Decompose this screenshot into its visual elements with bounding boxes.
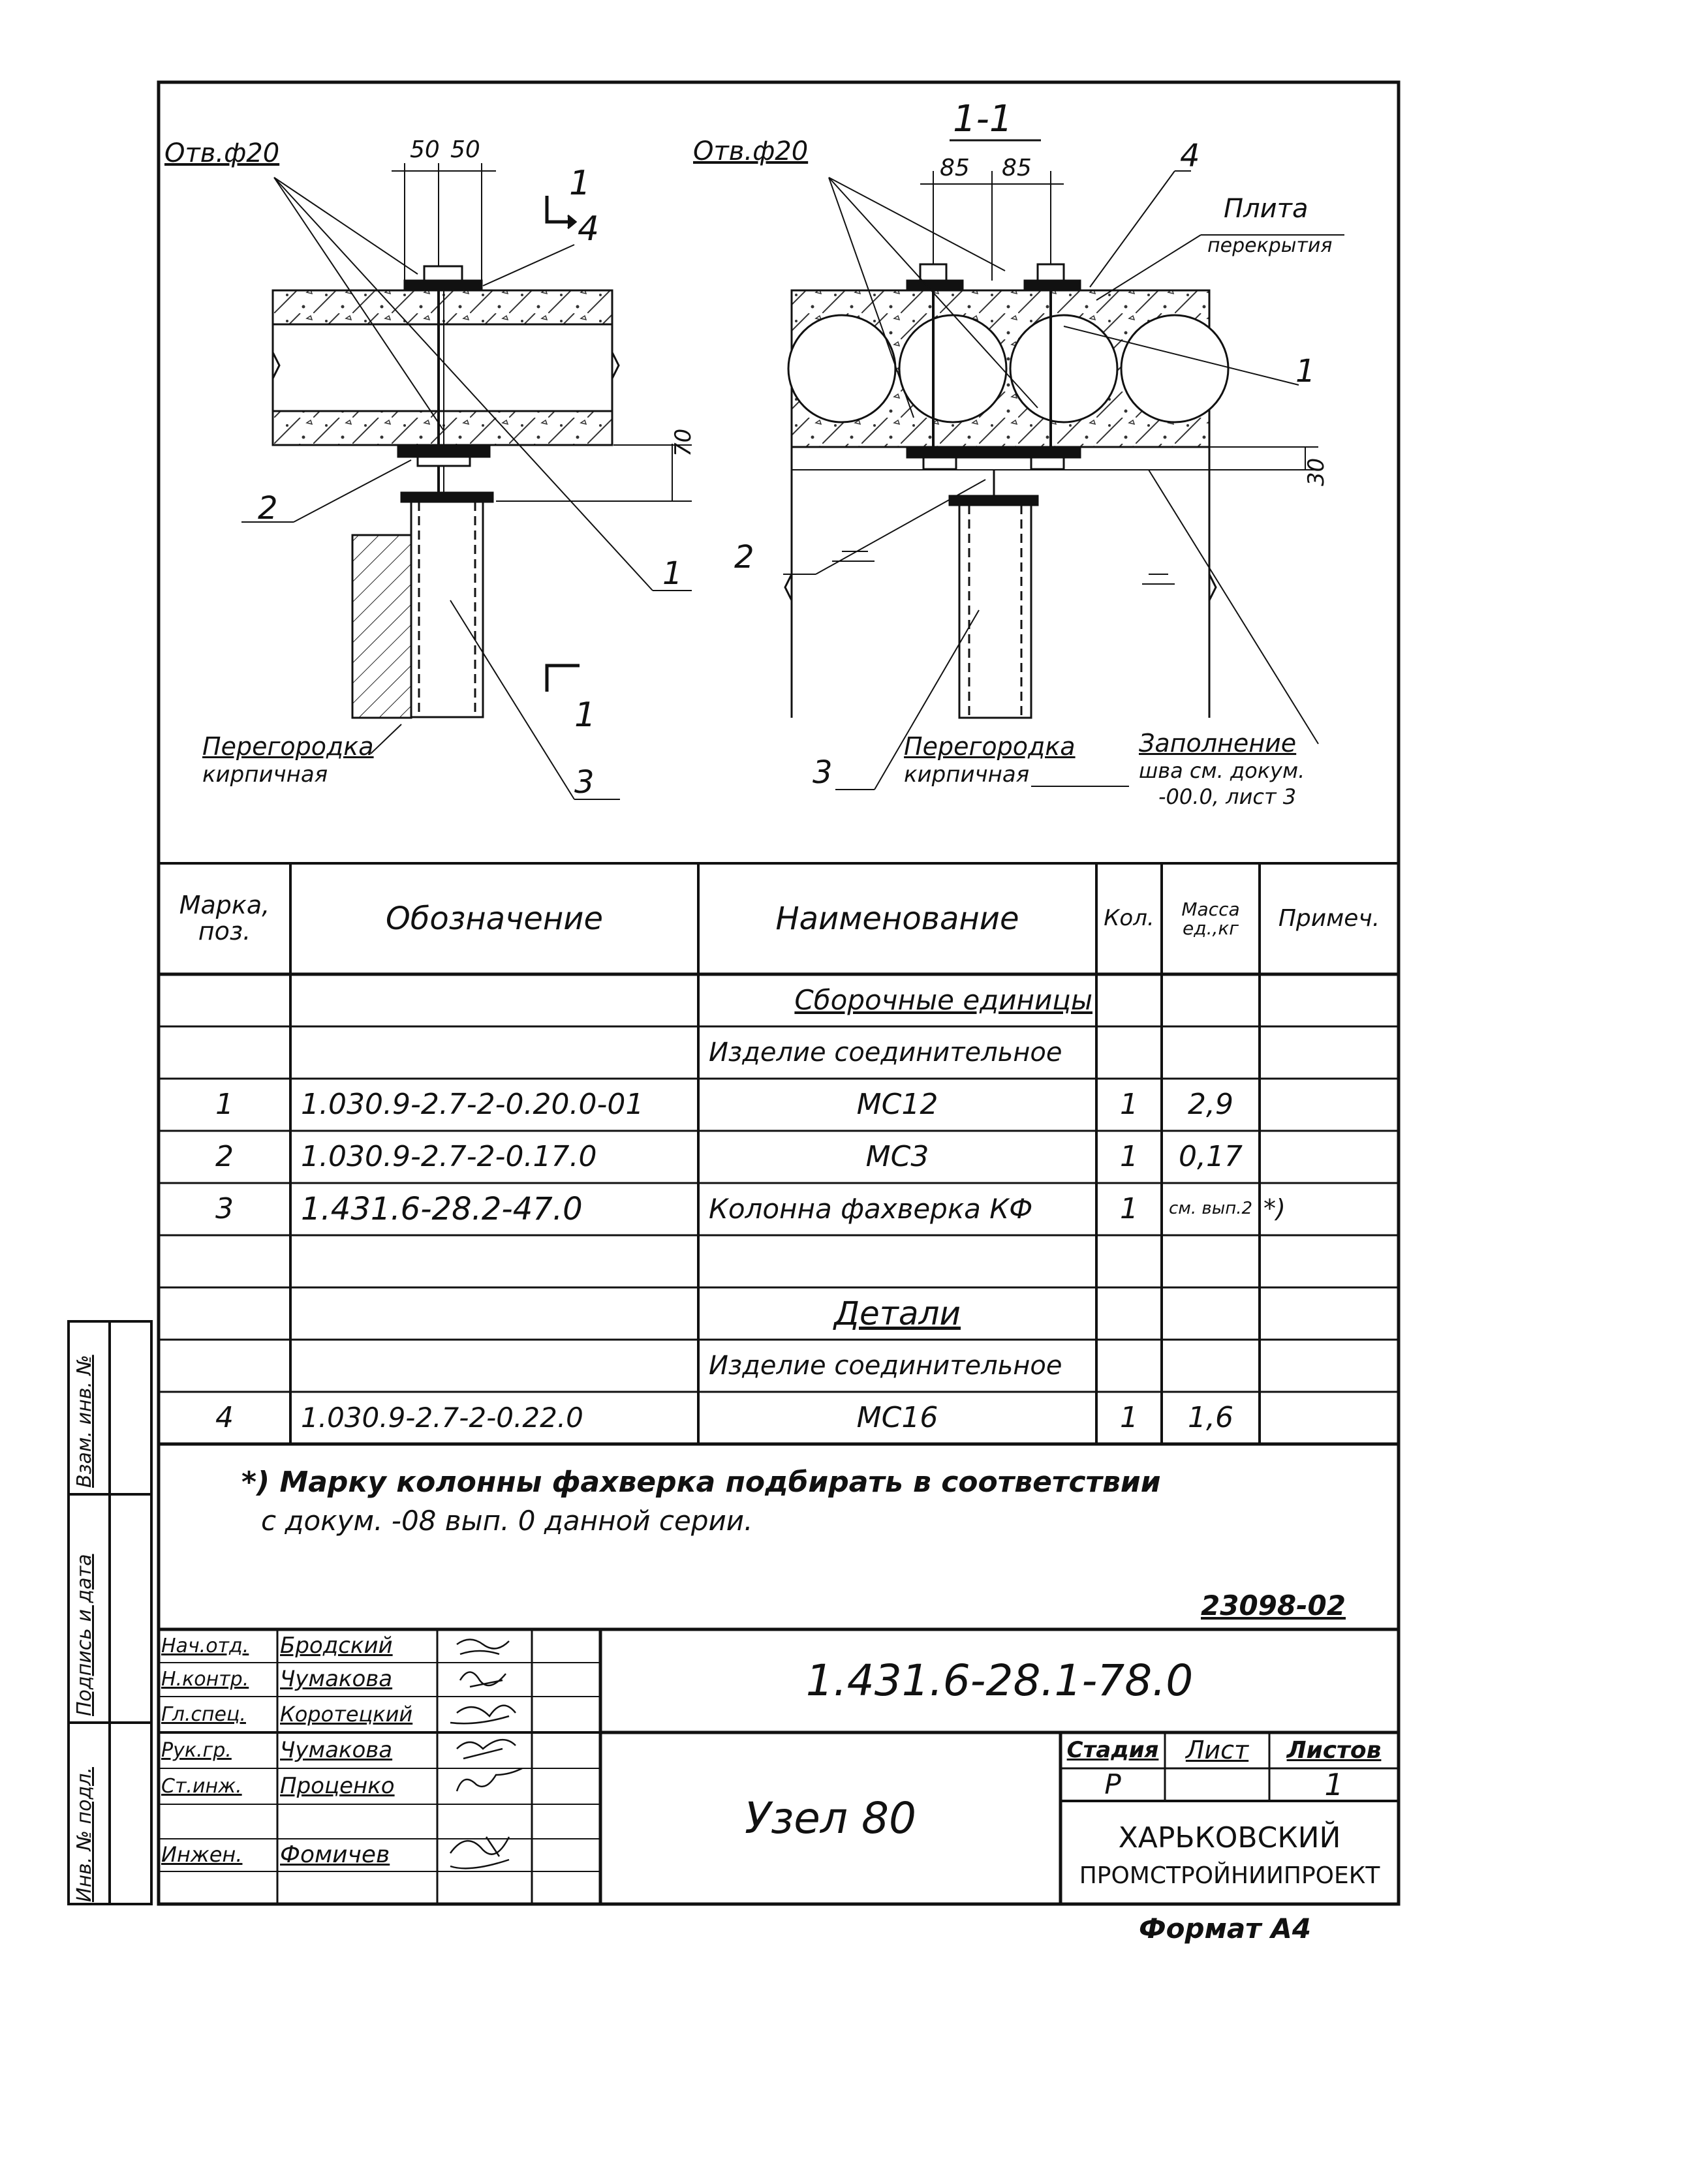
spec-table-grid (159, 862, 1399, 1446)
table-row-2-mass: 2,9 (1188, 1087, 1233, 1121)
right-slab-line2: перекрытия (1207, 234, 1333, 257)
staff-name-4: Проценко (280, 1772, 395, 1799)
left-callout-4: 4 (578, 209, 600, 249)
table-row-3-designation: 1.030.9-2.7-2-0.17.0 (301, 1139, 597, 1173)
staff-role-2: Гл.спец. (161, 1702, 246, 1726)
left-section-mark-bottom: 1 (574, 696, 596, 735)
right-dim-a: 85 (940, 155, 970, 181)
right-callout-3: 3 (813, 754, 833, 791)
sheet-label: Лист (1185, 1735, 1249, 1764)
right-fill-line2: шва см. докум. (1139, 758, 1305, 783)
stage-label: Стадия (1066, 1736, 1159, 1763)
table-row-8-mass: 1,6 (1188, 1400, 1233, 1434)
table-row-8-name: МС16 (856, 1400, 938, 1434)
organization-line1: ХАРЬКОВСКИЙ (1118, 1821, 1341, 1855)
table-row-3-mass: 0,17 (1179, 1139, 1243, 1173)
left-dim-70: 70 (670, 428, 696, 457)
staff-name-1: Чумакова (280, 1666, 393, 1693)
sheets-label: Листов (1286, 1736, 1382, 1764)
staff-role-1: Н.контр. (161, 1668, 249, 1691)
right-view (783, 139, 1344, 790)
right-dim-b: 85 (1002, 155, 1032, 181)
side-stamp-frame (67, 1320, 153, 1905)
left-dim-a: 50 (410, 136, 440, 163)
left-dim-b: 50 (450, 136, 480, 163)
signatures (449, 1638, 523, 1869)
staff-role-6: Инжен. (161, 1842, 243, 1868)
left-callout-2: 2 (258, 490, 278, 527)
stage-value: Р (1104, 1768, 1121, 1800)
organization-line2: ПРОМСТРОЙНИИПРОЕКТ (1079, 1862, 1380, 1890)
right-callout-1: 1 (1295, 353, 1316, 390)
left-callout-1: 1 (662, 555, 683, 592)
right-fill-line1: Заполнение (1139, 729, 1297, 758)
right-partition-line2: кирпичная (904, 761, 1030, 788)
table-row-4-mark: 3 (215, 1192, 234, 1225)
format-label: Формат А4 (1139, 1913, 1311, 1945)
side-stamp-inv-orig: Инв. № подл. (73, 1767, 96, 1902)
sheets-value: 1 (1324, 1766, 1344, 1802)
right-callout-2: 2 (734, 539, 754, 576)
table-row-7-name: Изделие соединительное (709, 1351, 1062, 1381)
table-row-2-mark: 1 (215, 1087, 234, 1121)
table-row-4-designation: 1.431.6-28.2-47.0 (301, 1190, 583, 1227)
title-block-grid (159, 1627, 1399, 1904)
table-row-8-qty: 1 (1120, 1400, 1138, 1434)
table-row-4-qty: 1 (1120, 1192, 1138, 1225)
staff-name-2: Коротецкий (280, 1701, 413, 1727)
table-row-2-name: МС12 (856, 1087, 938, 1121)
table-row-2-designation: 1.030.9-2.7-2-0.20.0-01 (301, 1087, 644, 1121)
table-row-4-mass: см. вып.2 (1168, 1199, 1253, 1219)
right-callout-4: 4 (1180, 138, 1200, 174)
sheet-value (1165, 1768, 1269, 1801)
table-row-4-note: *) (1263, 1194, 1286, 1223)
staff-name-0: Бродский (280, 1632, 393, 1659)
left-hole-label: Отв.ф20 (164, 138, 280, 168)
header-mass: Масса ед.,кг (1181, 898, 1240, 939)
right-fill-line3: -00.0, лист 3 (1158, 784, 1297, 809)
header-note: Примеч. (1278, 905, 1380, 932)
footnote-line2: с докум. -08 вып. 0 данной серии. (261, 1505, 753, 1537)
footnote-line1: *) Марку колонны фахверка подбирать в со… (241, 1466, 1161, 1499)
title-designation: 1.431.6-28.1-78.0 (805, 1655, 1194, 1706)
header-qty: Кол. (1104, 905, 1154, 932)
left-section-mark-top: 1 (569, 164, 591, 203)
table-row-4-name: Колонна фахверка КФ (709, 1192, 1033, 1225)
side-stamp-sign-date: Подпись и дата (73, 1554, 96, 1717)
staff-role-3: Рук.гр. (161, 1738, 232, 1762)
header-mark: Марка, поз. (179, 891, 270, 946)
staff-name-3: Чумакова (280, 1736, 393, 1763)
table-row-3-qty: 1 (1120, 1139, 1138, 1173)
table-row-2-qty: 1 (1120, 1087, 1138, 1121)
doc-code: 23098-02 (1201, 1590, 1346, 1622)
header-designation: Обозначение (385, 900, 604, 937)
left-callout-3: 3 (574, 764, 595, 801)
staff-role-4: Ст.инж. (161, 1774, 242, 1798)
section-title: 1-1 (953, 98, 1013, 140)
sheet-frame (157, 80, 1401, 1906)
right-hole-label: Отв.ф20 (693, 136, 809, 166)
title-node: Узел 80 (744, 1792, 917, 1843)
right-slab-line1: Плита (1224, 194, 1309, 224)
right-dim-30: 30 (1303, 457, 1329, 486)
table-row-3-name: МС3 (865, 1139, 929, 1173)
left-partition-line1: Перегородка (202, 732, 374, 761)
table-row-8-designation: 1.030.9-2.7-2-0.22.0 (301, 1401, 583, 1434)
table-row-6-name: Детали (833, 1294, 961, 1332)
staff-name-6: Фомичев (280, 1841, 390, 1869)
right-partition-line1: Перегородка (904, 732, 1076, 761)
header-name: Наименование (775, 900, 1019, 937)
side-stamp-replace-inv: Взам. инв. № (73, 1355, 96, 1488)
table-row-3-mark: 2 (215, 1139, 234, 1173)
left-partition-line2: кирпичная (202, 761, 328, 788)
table-row-1-name: Изделие соединительное (709, 1038, 1062, 1068)
table-row-0-name: Сборочные единицы (794, 983, 1092, 1016)
left-view (241, 163, 692, 800)
staff-role-0: Нач.отд. (161, 1634, 249, 1657)
table-row-8-mark: 4 (215, 1400, 234, 1434)
